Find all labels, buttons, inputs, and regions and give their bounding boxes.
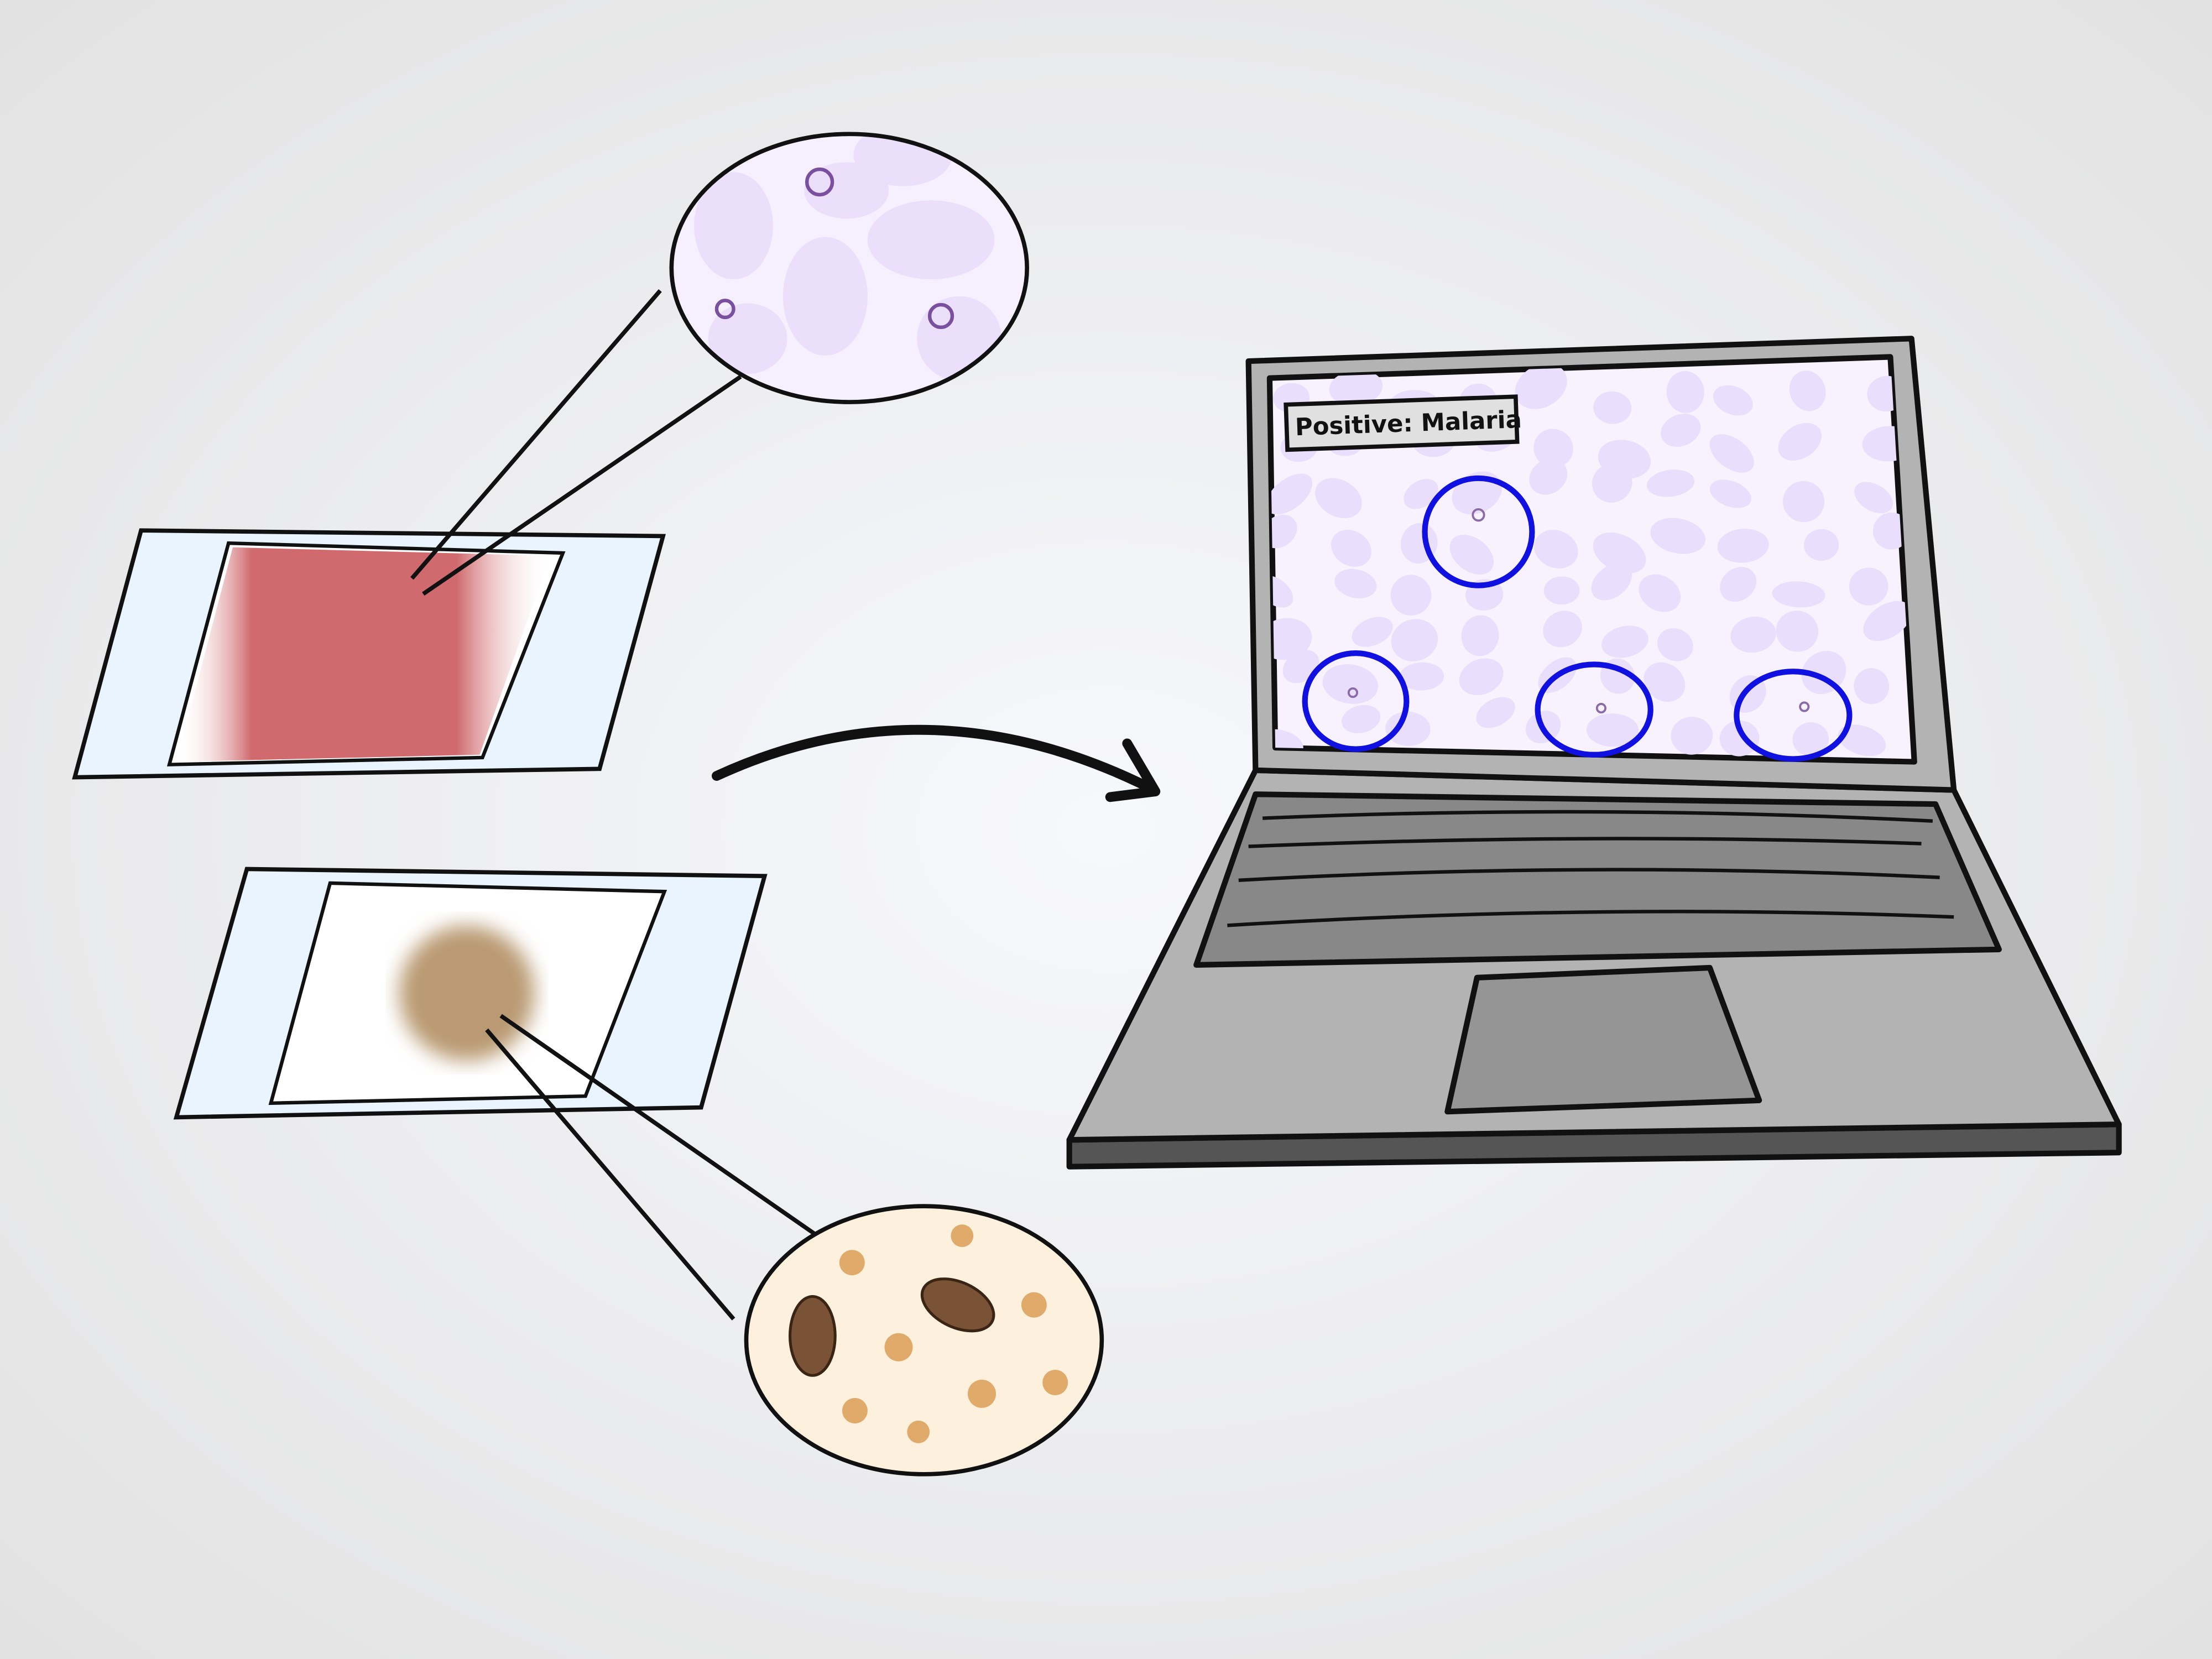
blood-cell [1671,717,1713,755]
result-label-box: Positive: Malaria [1284,394,1522,452]
blood-cell [1772,581,1825,608]
blood-cell [1647,469,1695,497]
blood-cell [1591,563,1632,601]
stool-sample [399,925,535,1061]
blood-cell [1399,662,1444,691]
blood-cell [1644,662,1686,702]
blood-cell [1601,625,1648,658]
blood-magnifier [410,132,1029,596]
blood-cell [1838,724,1886,757]
blood-cell [1854,482,1893,514]
blood-cell [1342,705,1381,734]
blood-cell [1854,668,1890,705]
blood-cell [1713,385,1753,416]
blood-cell [1315,478,1362,519]
detection-circles [1302,475,1853,762]
detection-circle [1535,661,1653,758]
blood-cell [1352,617,1393,647]
blood-cell [1720,567,1757,602]
blood-cell [1529,458,1568,495]
blood-cell [1385,711,1431,747]
blood-cell [1593,532,1646,573]
blood-cell [1331,530,1371,567]
detection-circle [1422,475,1535,588]
keyboard [1193,791,2002,968]
blood-cell [1334,568,1377,598]
parasite-egg-icon [789,1277,995,1377]
blood-cell [1709,479,1751,508]
blood-cell [1586,713,1639,747]
blood-cell [1543,576,1580,605]
blood-cell [1322,664,1379,704]
blood-cell [1329,369,1383,406]
blood-cell [1776,611,1819,652]
blood-smear-slide [72,528,666,780]
blood-cell [1666,371,1704,413]
blood-cells [1269,363,1914,759]
blood-cell [1269,473,1313,515]
arrow-icon [711,724,1161,802]
blood-cell [1789,371,1826,411]
blood-cell [1593,391,1632,424]
blood-cell [1459,658,1504,696]
blood-cell [1657,628,1693,661]
blood-cell [1730,617,1776,653]
blood-cell [1449,534,1494,575]
trackpad [1444,964,1762,1115]
blood-cell [1849,567,1888,606]
blood-cell [1269,575,1293,608]
blood-cell [1461,615,1499,656]
blood-cell [1404,479,1438,509]
blood-cell [1391,619,1438,661]
blood-cell [1390,575,1432,616]
blood-cell [1661,414,1701,447]
stool-magnifier [485,1014,1104,1477]
blood-cell [1534,530,1578,568]
stool-sample-slide [173,867,768,1120]
blood-cell [1543,611,1582,648]
blood-cell [1515,363,1567,409]
detection-circle [1734,669,1853,762]
blood-cell [1650,518,1705,554]
blood-cell [1476,697,1515,728]
blood-cell [1783,481,1825,523]
blood-cell [1719,720,1760,757]
blood-cell [1863,601,1912,641]
malaria-parasite-icon [714,167,954,330]
parasite-dots [1347,508,1810,714]
blood-cell [1778,422,1822,461]
blood-cell [1709,434,1754,473]
blood-cell [1792,722,1829,757]
detection-circle [1302,650,1410,752]
blood-cell [1592,463,1632,503]
blood-cell [1639,574,1681,612]
blood-cell [1803,529,1839,561]
blood-cell [1533,429,1573,468]
blood-smear [176,547,550,762]
blood-cell [1717,529,1769,563]
